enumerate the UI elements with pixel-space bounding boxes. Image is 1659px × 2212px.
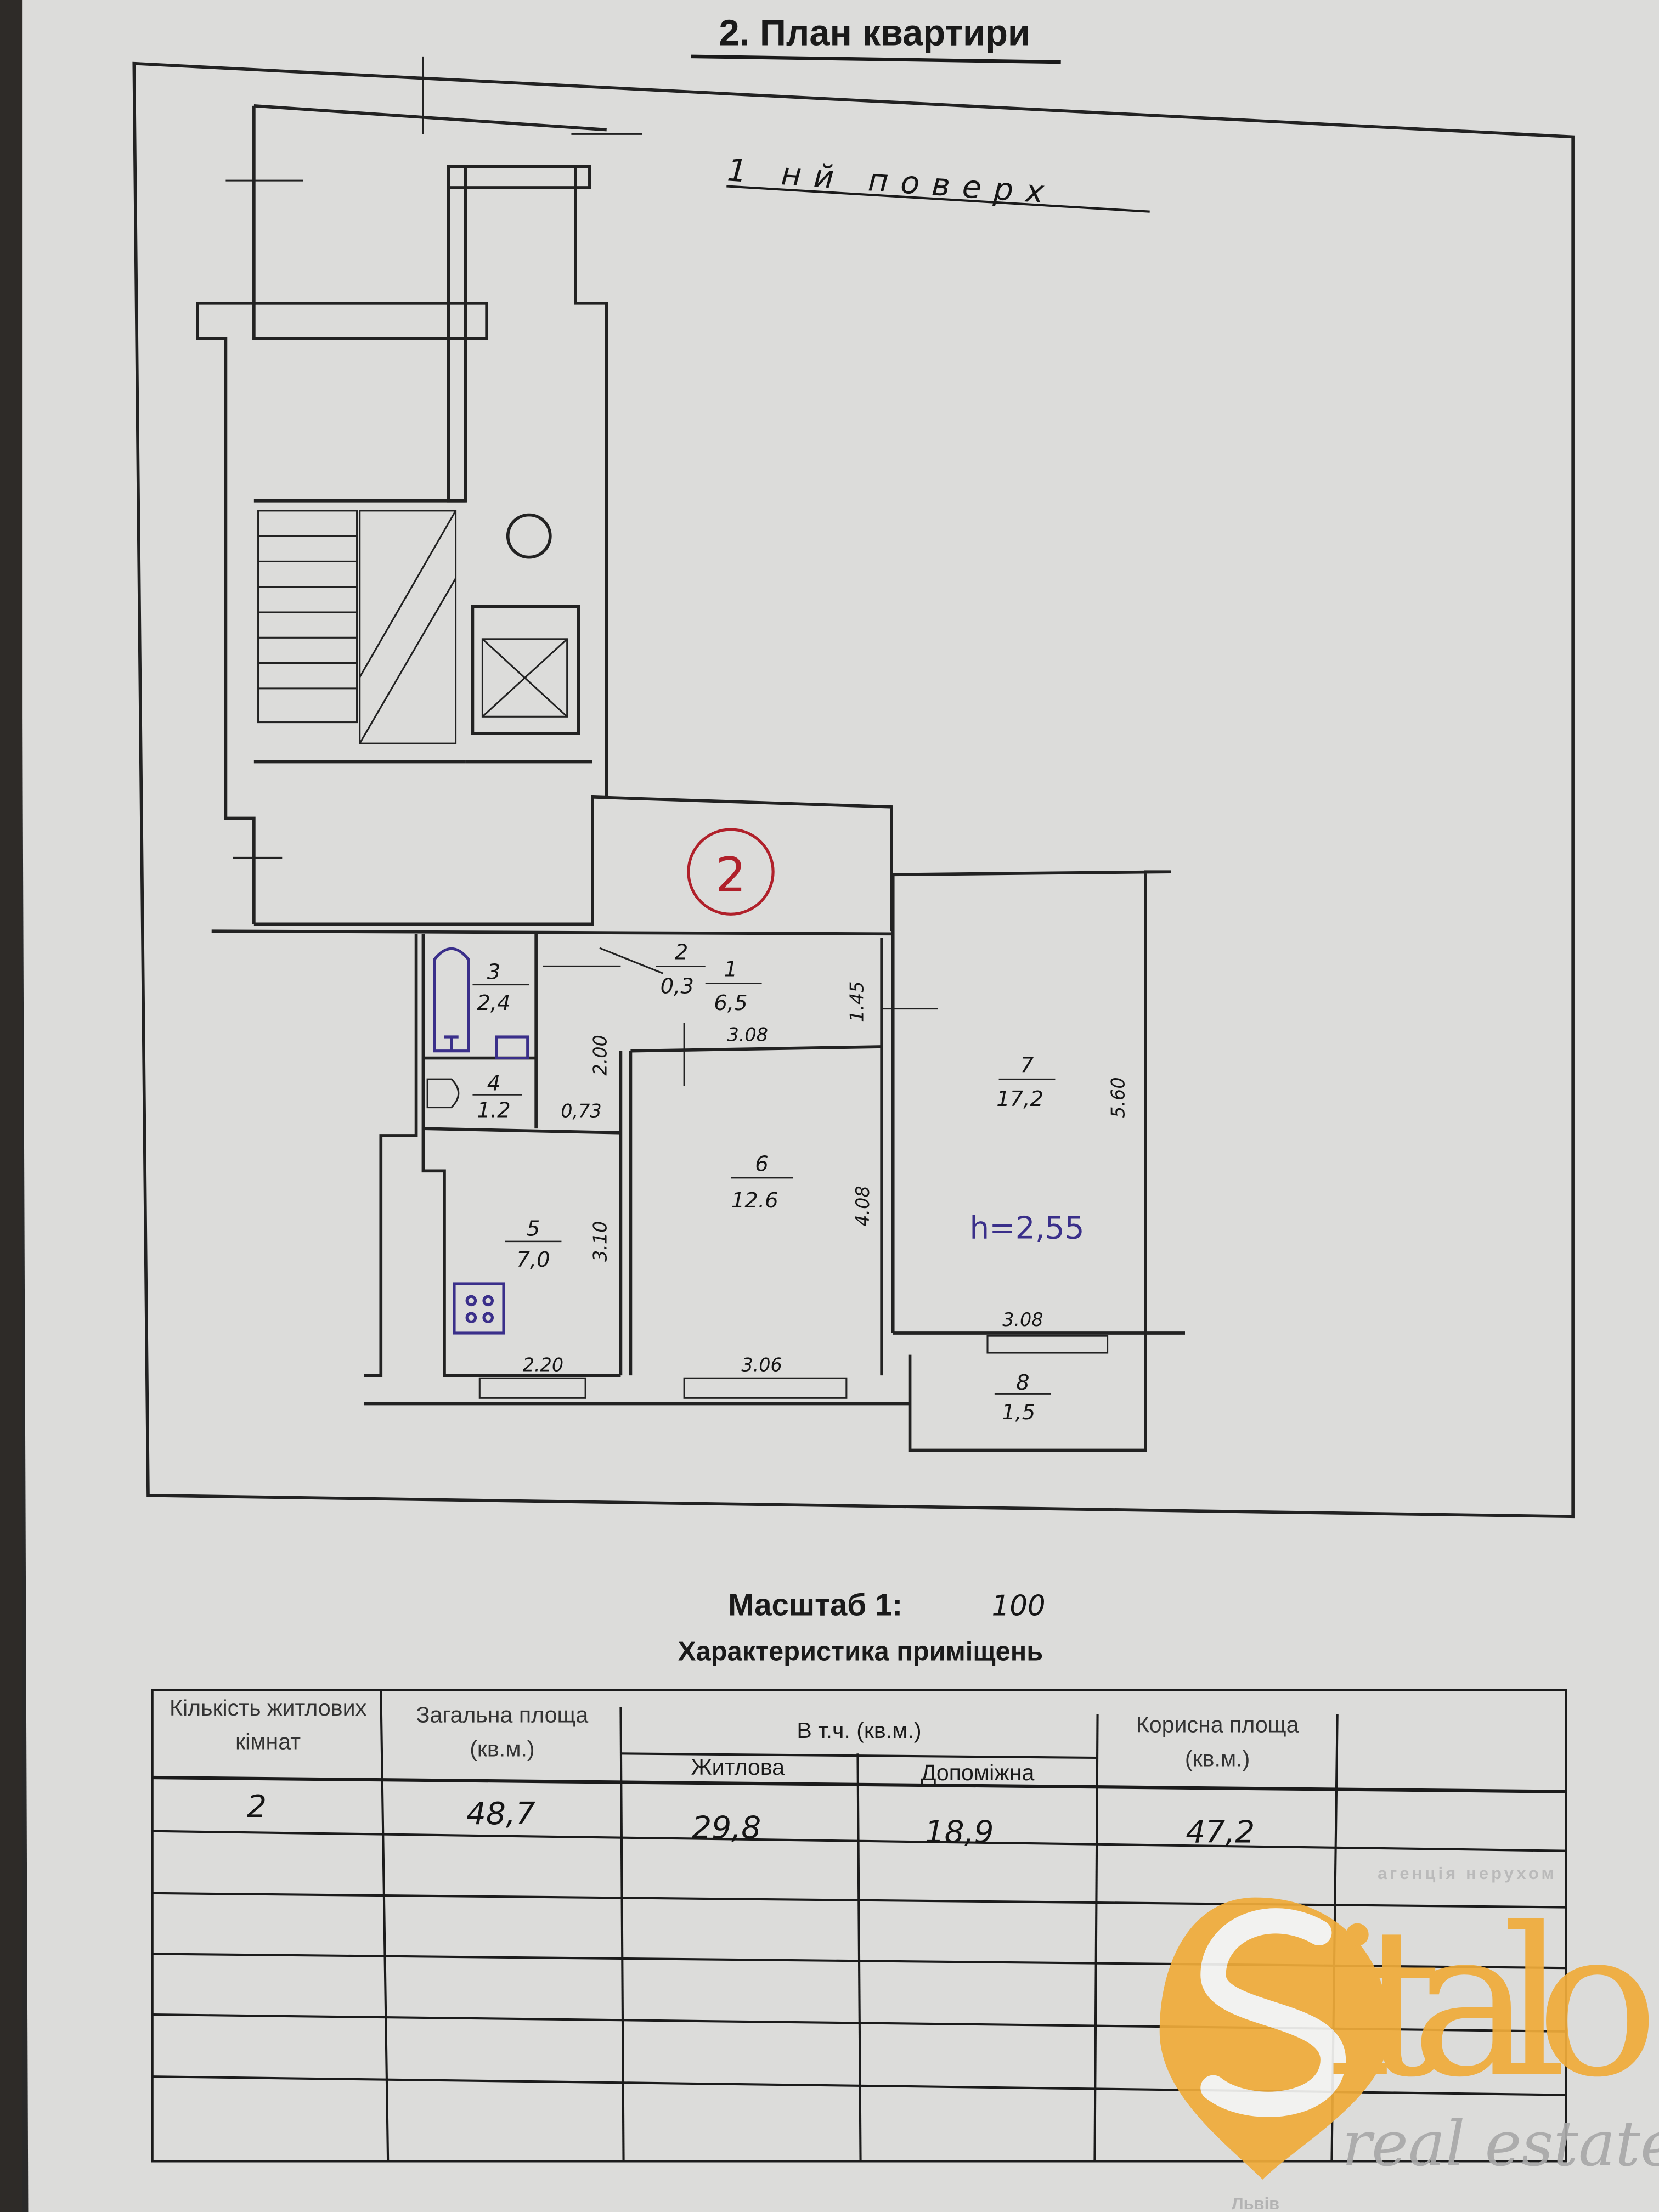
cell-rooms-count: 2 [247,1788,267,1825]
cell-total-area: 48,7 [466,1796,535,1832]
watermark-subtitle: real estate [1342,2108,1659,2180]
header-rooms-count: Кількість житлових кімнат [169,1697,367,1755]
floor-note-underline [726,185,1150,213]
stove-icon [453,1282,505,1335]
cell-useful-area: 47,2 [1186,1814,1255,1850]
stairwell-block [196,56,893,936]
cell-living: 29,8 [692,1810,761,1846]
room-7-number: 7 [1020,1053,1034,1077]
bathtub-icon [433,947,470,1053]
room-8-area: 1,5 [1002,1400,1035,1425]
toilet-icon [426,1078,460,1109]
dim-room6-width: 3.06 [741,1354,782,1375]
room-5-number: 5 [527,1217,540,1242]
plan-frame [132,61,1575,1519]
dim-kitchen-depth: 3.10 [590,1221,611,1262]
room-5-area: 7,0 [516,1248,550,1272]
dim-toilet-width: 0,73 [561,1101,601,1122]
apartment-walls [364,870,1185,1452]
room-8-number: 8 [1016,1370,1030,1395]
dim-room7-depth: 5.60 [1107,1077,1128,1118]
scale-label: Масштаб 1: [728,1587,902,1622]
dim-room7-width: 3.08 [1002,1309,1043,1330]
room-2-number: 2 [675,940,689,965]
room-6-number: 6 [755,1152,769,1176]
ceiling-height: h=2,55 [969,1210,1084,1246]
paper-sheet [20,0,1659,2212]
header-total-area: Загальна площа (кв.м.) [416,1704,589,1762]
header-auxiliary: Допоміжна [921,1760,1035,1785]
sink-icon [495,1035,529,1060]
room-1-area: 6,5 [714,991,747,1015]
dim-hall-depth: 2.00 [590,1035,611,1075]
room-7-area: 17,2 [996,1087,1043,1111]
table-edge [0,0,23,2212]
room-4-number: 4 [487,1071,501,1096]
dimension-labels: 3.08 1.45 2.00 0,73 3.10 2.20 4.08 3.06 … [523,981,1129,1376]
table-title: Характеристика приміщень [678,1637,1043,1667]
header-living: Житлова [691,1754,785,1780]
watermark-tagline: агенція нерухом [1378,1864,1556,1883]
watermark-city: Львів [1232,2194,1279,2212]
scale-value: 100 [992,1589,1046,1622]
title-underline [691,54,1061,64]
dim-corridor-depth: 1.45 [847,981,868,1022]
room-2-area: 0,3 [661,974,694,998]
dim-kitchen-width: 2.20 [523,1354,563,1375]
room-1-number: 1 [724,957,738,981]
header-including: В т.ч. (кв.м.) [797,1718,921,1743]
dim-corridor-width: 3.08 [727,1024,768,1046]
apartment-marker: 2 [687,828,775,916]
dim-room6-depth: 4.08 [852,1186,873,1226]
header-useful-area: Корисна площа (кв.м.) [1136,1714,1299,1772]
watermark-brand: italo [1326,1884,1659,2122]
room-3-area: 2,4 [477,991,510,1015]
room-labels: 1 6,5 2 0,3 3 2,4 4 1.2 5 7,0 6 12.6 7 1… [472,940,1056,1425]
room-6-area: 12.6 [731,1188,778,1213]
cell-auxiliary: 18,9 [925,1814,994,1850]
sitalo-watermark-logo: агенція нерухом italo real estate Львів [1159,1864,1659,2212]
svg-text:2: 2 [715,847,746,903]
room-4-area: 1.2 [477,1098,510,1123]
room-3-number: 3 [487,960,501,985]
page-title: 2. План квартири [719,12,1031,53]
logo-s-letter [1200,1908,1346,2117]
